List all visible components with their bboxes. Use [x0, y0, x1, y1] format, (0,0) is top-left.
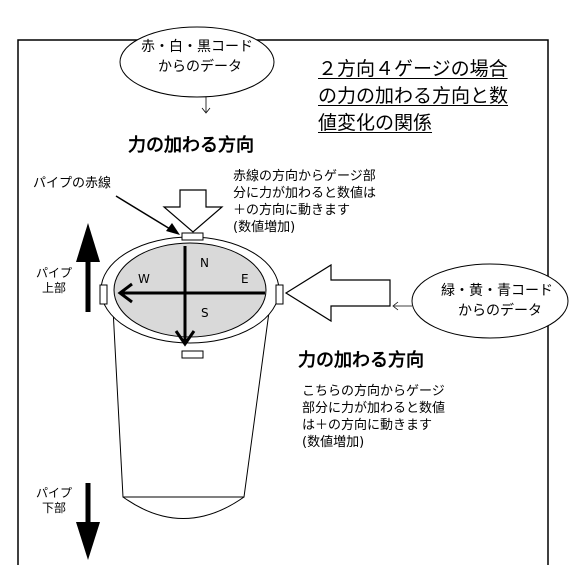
right-force-note-line4: (数値増加)	[302, 435, 365, 450]
right-source-arrowhead	[392, 301, 399, 311]
top-force-note-line3: ＋の方向に動きます	[233, 203, 351, 218]
compass-label-n: N	[200, 256, 209, 270]
diagram-title-line1: ２方向４ゲージの場合	[318, 58, 508, 80]
top-source-arrowhead	[201, 107, 211, 114]
pipe-bottom-curve	[122, 496, 245, 519]
right-source-line1: 緑・黄・青コード	[441, 283, 553, 299]
pipe-body	[111, 289, 273, 498]
pipe-bottom-label-line2: 下部	[42, 501, 67, 515]
pipe-red-line-label: パイプの赤線	[33, 176, 112, 191]
gauge-bottom	[181, 350, 204, 359]
right-force-note-line1: こちらの方向からゲージ	[302, 384, 445, 399]
top-force-arrow	[162, 189, 224, 233]
right-source-line2: からのデータ	[458, 303, 542, 319]
top-force-note-line4: (数値増加)	[233, 220, 296, 235]
right-force-note-line2: 部分に力が加わると数値	[302, 401, 446, 416]
gauge-top	[181, 232, 204, 241]
compass-south-arrowhead	[174, 330, 196, 347]
gauge-right	[275, 284, 284, 305]
pipe-bottom-label-line1: パイプ	[36, 486, 73, 500]
right-force-arrow	[284, 263, 391, 323]
pipe-top-label-line2: 上部	[42, 281, 67, 295]
pipe-top-cap	[113, 242, 267, 338]
top-source-line2: からのデータ	[158, 59, 242, 75]
top-force-heading: 力の加わる方向	[128, 135, 254, 156]
red-line-pointer-head	[166, 223, 180, 235]
pipe-up-arrowhead	[76, 223, 100, 262]
compass-label-w: W	[138, 272, 150, 286]
compass-label-s: S	[201, 306, 209, 320]
compass-label-e: E	[241, 272, 249, 286]
gauge-left	[99, 284, 108, 305]
right-force-note-line3: は＋の方向に動きます	[302, 418, 433, 433]
right-force-heading: 力の加わる方向	[298, 350, 424, 371]
red-line-pointer	[115, 195, 176, 233]
top-source-ellipse	[119, 26, 275, 98]
compass-west-arrowhead	[117, 282, 133, 304]
diagram-title-line2: の力の加わる方向と数	[318, 85, 509, 107]
pipe-down-arrowhead	[76, 522, 100, 560]
top-source-line1: 赤・白・黒コード	[141, 39, 253, 55]
top-force-note-line2: 分に力が加わると数値は	[233, 186, 377, 201]
pipe-top-label-line1: パイプ	[36, 266, 73, 280]
diagram-title-line3: 値変化の関係	[318, 112, 433, 134]
top-force-note-line1: 赤線の方向からゲージ部	[233, 169, 376, 184]
right-source-ellipse	[411, 263, 569, 339]
